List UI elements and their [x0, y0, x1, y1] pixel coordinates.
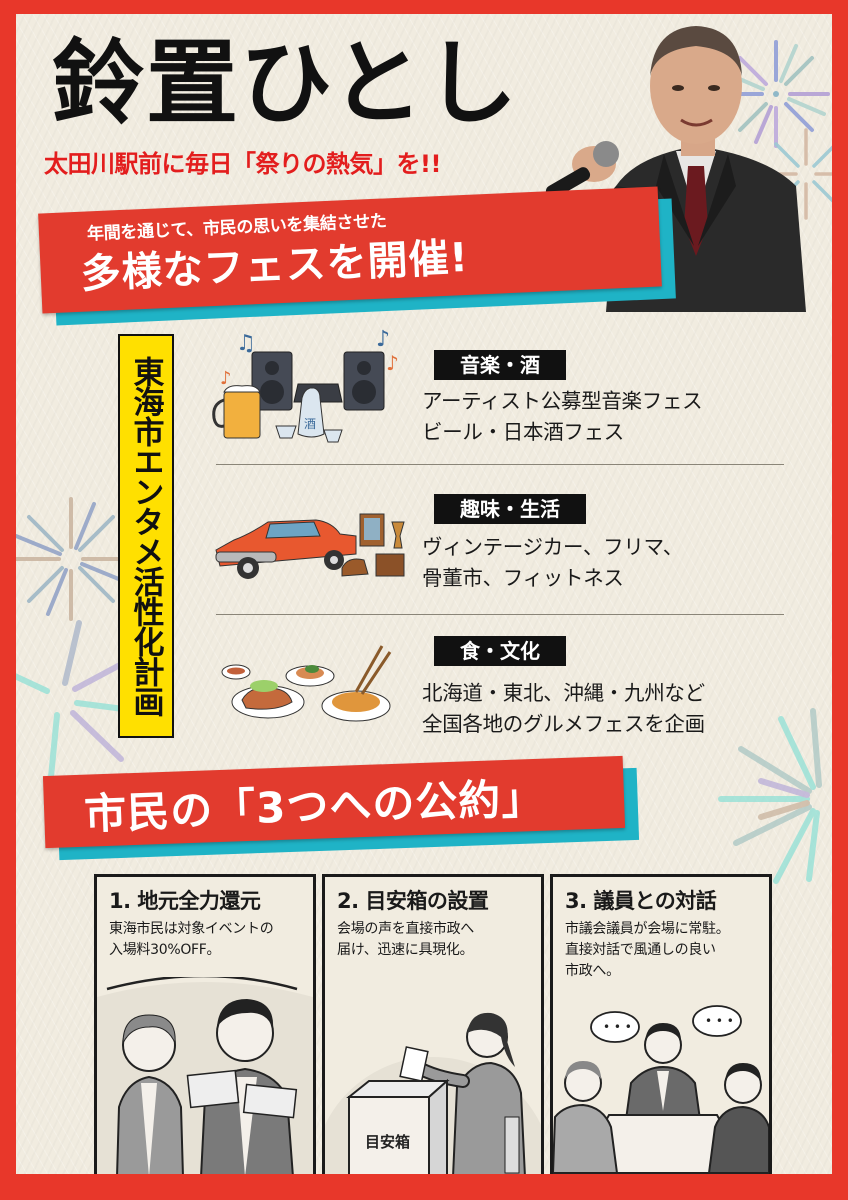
category-tag-hobby-life: 趣味・生活	[434, 494, 586, 524]
music-note-icon: ♪	[220, 368, 232, 389]
candidate-name: 鈴置ひとし	[52, 30, 520, 137]
category-line: 骨董市、フィットネス	[422, 566, 624, 590]
plan-label-text: 東海市エンタメ活性化計画	[127, 356, 164, 716]
svg-text:• • •: • • •	[705, 1014, 734, 1028]
music-note-icon: ♪	[386, 351, 399, 375]
category-tag-music-alcohol: 音楽・酒	[434, 350, 566, 380]
category-lines: 北海道・東北、沖縄・九州など 全国各地のグルメフェスを企画	[422, 678, 705, 740]
gourmet-dishes-illustration	[206, 626, 416, 756]
music-alcohol-illustration: ♫ ♪ ♪ ♪ 酒	[206, 322, 416, 452]
pledge-body-line: 市議会議員が会場に常駐。	[565, 921, 730, 937]
music-note-icon: ♪	[376, 327, 390, 352]
category-lines: ヴィンテージカー、フリマ、 骨董市、フィットネス	[422, 532, 683, 594]
plan-label: 東海市エンタメ活性化計画	[118, 334, 174, 738]
category-line: 全国各地のグルメフェスを企画	[422, 712, 705, 736]
music-note-icon: ♫	[236, 331, 256, 356]
category-line: ヴィンテージカー、フリマ、	[422, 535, 683, 559]
councilor-dialogue-illustration: • • • • • •	[551, 987, 770, 1174]
pledge-card-2: 2. 目安箱の設置 会場の声を直接市政へ 届け、迅速に具現化。 目安箱	[313, 874, 553, 1174]
vintage-car-antiques-illustration	[206, 484, 416, 614]
pledge-title: 2. 目安箱の設置	[337, 889, 489, 913]
category-divider	[216, 464, 784, 465]
category-divider	[216, 614, 784, 615]
pledge-card-3: 3. 議員との対話 市議会議員が会場に常駐。 直接対話で風通しの良い 市政へ。 …	[550, 874, 772, 1174]
pledge-body-line: 会場の声を直接市政へ	[337, 921, 474, 937]
pledge-body-line: 市政へ。	[565, 963, 620, 979]
category-line: 北海道・東北、沖縄・九州など	[422, 681, 705, 705]
campaign-tagline: 太田川駅前に毎日「祭りの熱気」を!!	[44, 150, 441, 178]
happy-citizens-illustration	[97, 974, 313, 1174]
category-music-alcohol: ♫ ♪ ♪ ♪ 酒 音楽・酒 アーティスト公募型音楽フェス ビール・日本	[206, 322, 786, 462]
svg-text:• • •: • • •	[603, 1020, 632, 1034]
pledge-body: 会場の声を直接市政へ 届け、迅速に具現化。	[337, 919, 537, 961]
pledge-body-line: 直接対話で風通しの良い	[565, 942, 716, 958]
category-line: ビール・日本酒フェス	[422, 420, 624, 444]
pledge-body-line: 届け、迅速に具現化。	[337, 942, 474, 958]
svg-text:酒: 酒	[304, 417, 316, 431]
suggestion-box-label: 目安箱	[365, 1133, 410, 1151]
category-lines: アーティスト公募型音楽フェス ビール・日本酒フェス	[422, 386, 703, 448]
pledge-title: 1. 地元全力還元	[109, 889, 261, 913]
pledges-banner: 市民の「3つへの公約」	[42, 755, 644, 870]
pledge-title: 3. 議員との対話	[565, 889, 717, 913]
pledges-banner-title: 市民の「3つへの公約」	[83, 773, 546, 839]
category-food-culture: 食・文化 北海道・東北、沖縄・九州など 全国各地のグルメフェスを企画	[206, 626, 786, 756]
pledge-card-1: 1. 地元全力還元 東海市民は対象イベントの 入場料30%OFF。	[94, 874, 316, 1174]
suggestion-box-illustration: 目安箱	[313, 997, 553, 1174]
fest-banner: 年間を通じて、市民の思いを集結させた 多様なフェスを開催!	[38, 186, 680, 326]
pledge-body-line: 東海市民は対象イベントの	[109, 921, 274, 937]
category-tag-food-culture: 食・文化	[434, 636, 566, 666]
category-line: アーティスト公募型音楽フェス	[422, 389, 703, 413]
pledge-body-line: 入場料30%OFF。	[109, 942, 221, 958]
pledge-body: 市議会議員が会場に常駐。 直接対話で風通しの良い 市政へ。	[565, 919, 765, 982]
pledge-body: 東海市民は対象イベントの 入場料30%OFF。	[109, 919, 309, 961]
category-hobby-life: 趣味・生活 ヴィンテージカー、フリマ、 骨董市、フィットネス	[206, 484, 786, 614]
poster-paper: 鈴置ひとし 太田川駅前に毎日「祭りの熱気」を!!	[16, 14, 832, 1174]
